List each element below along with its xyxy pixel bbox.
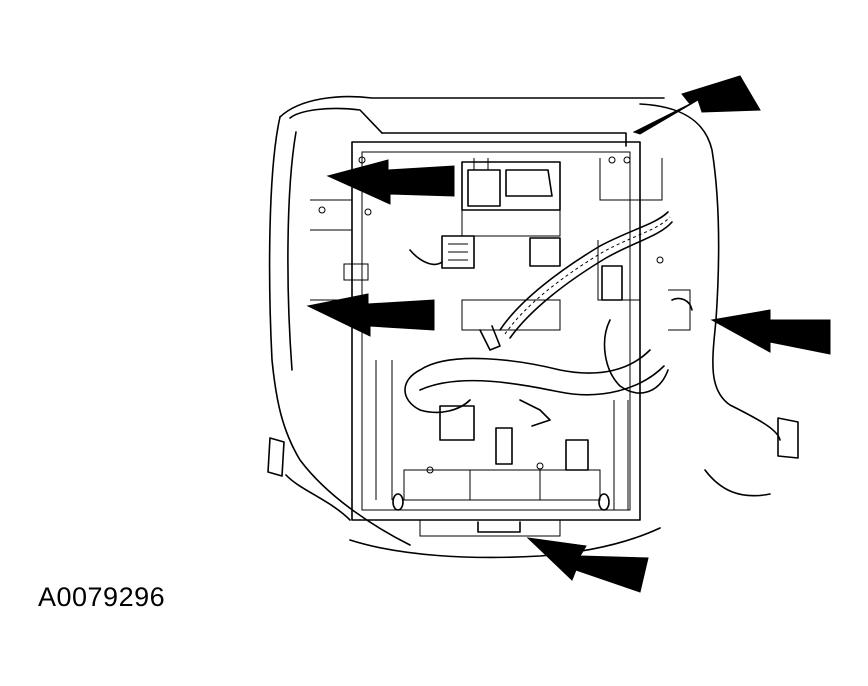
electrical-connectors [439,235,623,471]
seat-frame [310,132,664,537]
arrow-upper-left [326,159,455,205]
figure-part-number: A0079296 [38,582,166,612]
wiring-harness [404,211,693,427]
arrow-bottom [526,537,649,593]
arrow-middle-left [306,293,435,337]
seat-cushion-outline [267,95,799,559]
seat-motor [461,158,561,237]
arrow-middle-right [710,309,831,355]
arrow-top-right [632,75,761,135]
callout-arrows [306,75,831,593]
